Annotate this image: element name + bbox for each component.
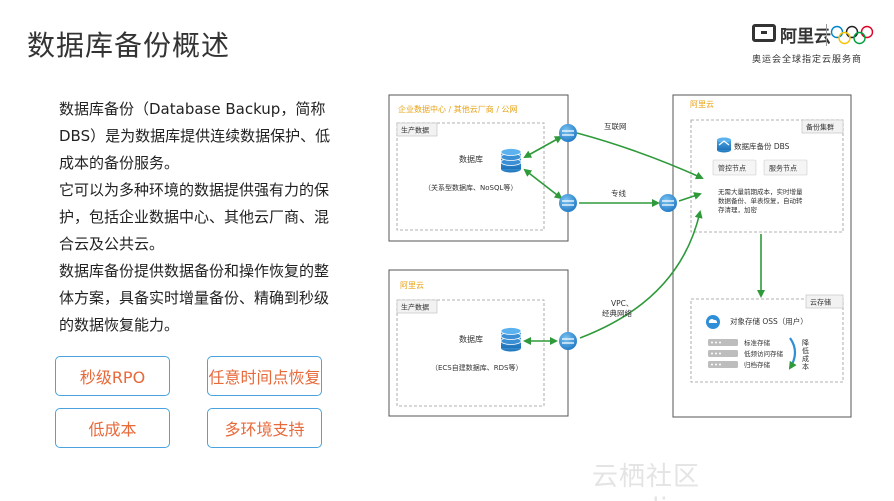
database-icon [500,148,522,173]
dbs-desc-line: 无需大量前期成本，实时增量 [718,187,803,196]
feature-low-cost: 低成本 [55,408,170,448]
page-title: 数据库备份概述 [27,29,231,62]
logo-separator [826,24,827,46]
description: 数据库备份（Database Backup，简称DBS）是为数据库提供连续数据保… [59,96,337,339]
cost-note-char: 本 [802,362,809,371]
enterprise-db-note: （关系型数据库、NoSQL等） [424,183,517,192]
aliyun-logo: 阿里云 奥运会全球指定云服务商 [752,22,874,68]
feature-rpo: 秒级RPO [55,356,170,396]
cost-note-char: 成 [802,354,809,363]
description-paragraph: 数据库备份（Database Backup，简称DBS）是为数据库提供连续数据保… [59,100,331,172]
dbs-label: 数据库备份 DBS [734,141,790,151]
aliyun-source-title: 阿里云 [400,281,424,290]
link-vpc-label: VPC、 [611,299,633,308]
aliyun-source-db-note: （ECS自建数据库、RDS等） [431,363,522,372]
control-node-label: 管控节点 [718,164,746,173]
cost-note-char: 降 [802,338,809,347]
enterprise-title: 企业数据中心 / 其他云厂商 / 公网 [398,104,518,114]
cost-down-arrow-icon [788,337,797,370]
storage-tier-icon [708,350,738,357]
description-paragraph: 它可以为多种环境的数据提供强有力的保护，包括企业数据中心、其他云厂商、混合云及公… [59,181,330,253]
connection-arrows [523,132,704,345]
feature-multi-env: 多环境支持 [207,408,322,448]
link-vpc-label: 经典网络 [602,308,632,318]
storage-tier-standard: 标准存储 [744,338,771,347]
aliyun-source-env-label: 生产数据 [401,303,429,312]
watermark: 云栖社区 yq.aliyun.com [592,462,787,501]
enterprise-env-label: 生产数据 [401,126,429,135]
dbs-desc-line: 存清理，加密 [718,205,758,214]
aliyun-target-box: 阿里云 备份集群 数据库备份 DBS 管控节点 服务节点 无需大量前期成本，实时… [672,94,852,418]
router-icon [559,332,577,350]
aliyun-logo-icon [752,24,776,42]
oss-label: 对象存储 OSS（用户） [730,316,808,326]
link-internet-label: 互联网 [604,122,627,131]
dbs-icon [717,137,731,153]
storage-tier-icon [708,361,738,368]
backup-cluster-label: 备份集群 [806,123,834,132]
cloud-storage-label: 云存储 [810,298,831,307]
router-icon [659,194,677,212]
cost-note-char: 低 [802,346,809,355]
service-node-label: 服务节点 [769,164,797,173]
aliyun-source-db-label: 数据库 [459,334,483,344]
olympic-rings-icon [830,25,874,45]
router-icon [559,194,577,212]
dbs-desc-line: 数据备份、单表恢复，自动转 [718,196,803,205]
description-paragraph: 数据库备份提供数据备份和操作恢复的整体方案，具备实时增量备份、精确到秒级的数据恢… [59,262,330,334]
oss-cloud-icon [706,315,720,329]
storage-tier-infrequent: 低频访问存储 [744,349,784,358]
logo-slogan: 奥运会全球指定云服务商 [752,55,863,65]
aliyun-source-box: 阿里云 生产数据 数据库 （ECS自建数据库、RDS等） [388,269,569,417]
database-icon [500,327,522,352]
storage-tier-archive: 归档存储 [744,360,771,369]
enterprise-db-label: 数据库 [459,154,483,164]
aliyun-target-title: 阿里云 [690,100,714,109]
enterprise-datacenter-box: 企业数据中心 / 其他云厂商 / 公网 生产数据 数据库 （关系型数据库、NoS… [388,94,569,242]
logo-name: 阿里云 [780,27,831,47]
router-icon [559,124,577,142]
link-dedicated-label: 专线 [611,188,626,198]
feature-point-in-time-recovery: 任意时间点恢复 [207,356,322,396]
storage-tier-icon [708,339,738,346]
